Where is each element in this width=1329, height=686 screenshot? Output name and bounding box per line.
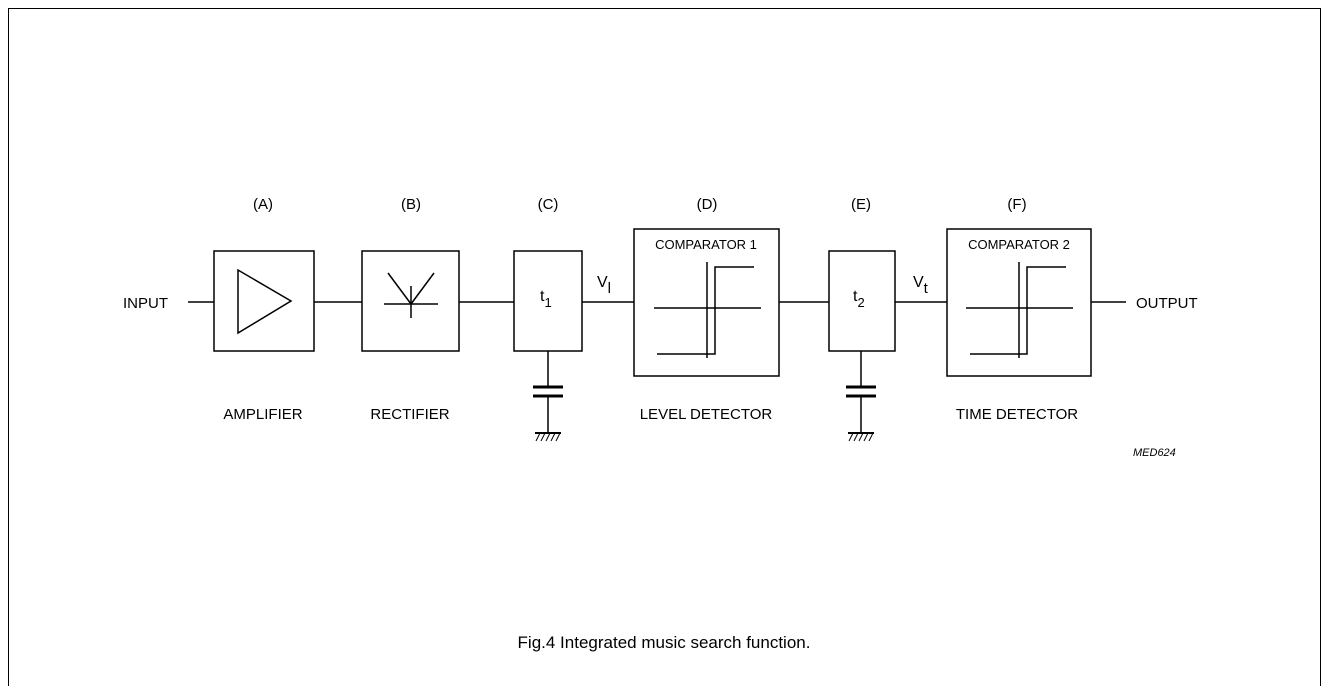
vl-signal-label: Vl <box>597 274 611 297</box>
figure-caption: Fig.4 Integrated music search function. <box>518 633 811 652</box>
vt-signal-label: Vt <box>913 274 929 297</box>
figure-code: MED624 <box>1133 447 1176 459</box>
rectifier-symbol-icon <box>384 272 438 318</box>
block-b-letter: (B) <box>401 196 421 213</box>
t1-label: t1 <box>540 288 552 310</box>
amplifier-triangle-icon <box>237 268 293 335</box>
capacitor-ground-e-icon <box>846 351 876 442</box>
level-detector-label: LEVEL DETECTOR <box>640 406 773 423</box>
hysteresis-curve-1-icon <box>654 262 761 358</box>
block-c-letter: (C) <box>538 196 559 213</box>
comparator-1-block <box>633 228 780 377</box>
block-f-letter: (F) <box>1007 196 1026 213</box>
output-label: OUTPUT <box>1136 295 1198 312</box>
block-d-letter: (D) <box>697 196 718 213</box>
comparator-2-title: COMPARATOR 2 <box>968 237 1070 252</box>
filter-t2-block <box>828 250 896 352</box>
block-a-letter: (A) <box>253 196 273 213</box>
rectifier-label: RECTIFIER <box>370 406 449 423</box>
figure-frame <box>8 8 1321 686</box>
amplifier-label: AMPLIFIER <box>223 406 302 423</box>
input-label: INPUT <box>123 295 168 312</box>
capacitor-ground-c-icon <box>533 351 563 442</box>
comparator-2-block <box>946 228 1092 377</box>
t2-label: t2 <box>853 288 865 310</box>
hysteresis-curve-2-icon <box>966 262 1073 358</box>
amplifier-block <box>213 250 315 352</box>
comparator-1-title: COMPARATOR 1 <box>655 237 757 252</box>
rectifier-block <box>361 250 460 352</box>
block-e-letter: (E) <box>851 196 871 213</box>
time-detector-label: TIME DETECTOR <box>956 406 1078 423</box>
